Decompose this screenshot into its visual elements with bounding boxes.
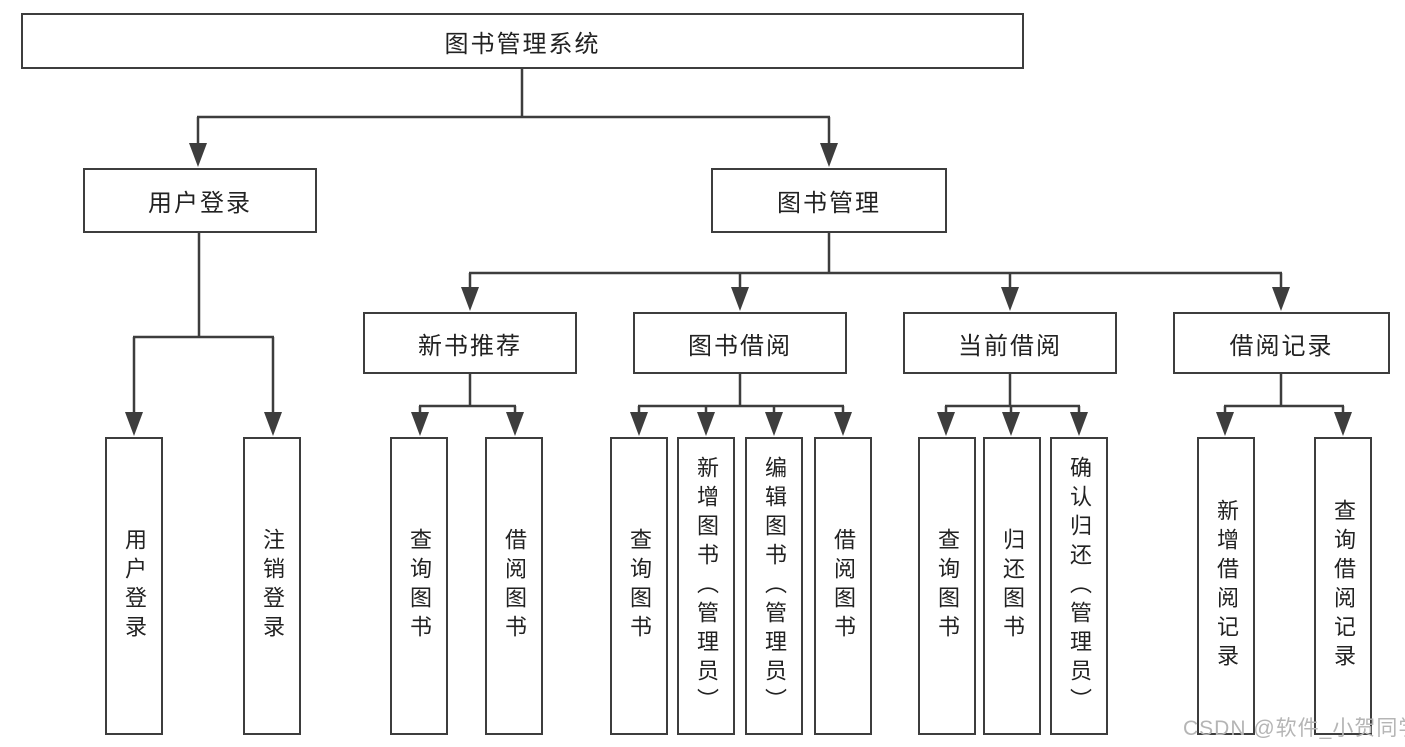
leaf-newbook-borrow-book-label: 借阅图书 [502,528,527,644]
leaf-borrow-add-book-admin-label: 新增图书（管理员） [694,455,719,717]
leaf-current-return-book-label: 归还图书 [1000,528,1025,644]
arrowhead-icon [1001,287,1019,311]
arrowhead-icon [765,412,783,436]
leaf-borrow-edit-book-admin: 编辑图书（管理员） [745,437,803,735]
arrowhead-icon [731,287,749,311]
leaf-user-login-label: 用户登录 [122,528,147,644]
arrowhead-icon [461,287,479,311]
node-new-book-recommend-label: 新书推荐 [418,332,522,360]
leaf-borrow-borrow-book: 借阅图书 [814,437,872,735]
arrowhead-icon [630,412,648,436]
leaf-newbook-borrow-book: 借阅图书 [485,437,543,735]
node-book-borrow: 图书借阅 [633,312,847,374]
leaf-current-return-book: 归还图书 [983,437,1041,735]
node-root-label: 图书管理系统 [444,30,601,58]
arrowhead-icon [937,412,955,436]
leaf-borrow-query-book: 查询图书 [610,437,668,735]
arrowhead-icon [411,412,429,436]
node-borrow-records: 借阅记录 [1173,312,1390,374]
csdn-watermark: CSDN @软件_小贺同学 [1183,717,1405,740]
leaf-borrow-add-book-admin: 新增图书（管理员） [677,437,735,735]
node-book-borrow-label: 图书借阅 [688,332,792,360]
node-user-login-label: 用户登录 [148,190,252,217]
leaf-newbook-query-book-label: 查询图书 [407,528,432,644]
arrowhead-icon [1272,287,1290,311]
arrowhead-icon [834,412,852,436]
leaf-current-confirm-return-admin-label: 确认归还（管理员） [1067,455,1092,717]
node-root: 图书管理系统 [21,13,1024,69]
leaf-records-query-record-label: 查询借阅记录 [1331,499,1356,673]
arrowhead-icon [264,412,282,436]
node-borrow-records-label: 借阅记录 [1229,332,1334,360]
arrowhead-icon [820,143,838,167]
leaf-logout: 注销登录 [243,437,301,735]
arrowhead-icon [697,412,715,436]
arrowhead-icon [1002,412,1020,436]
node-current-borrow-label: 当前借阅 [958,332,1062,360]
node-book-management-label: 图书管理 [777,190,881,217]
arrowhead-icon [506,412,524,436]
leaf-logout-label: 注销登录 [260,528,285,644]
node-new-book-recommend: 新书推荐 [363,312,577,374]
leaf-borrow-query-book-label: 查询图书 [627,528,652,644]
arrowhead-icon [189,143,207,167]
arrowhead-icon [1334,412,1352,436]
leaf-user-login: 用户登录 [105,437,163,735]
leaf-current-confirm-return-admin: 确认归还（管理员） [1050,437,1108,735]
arrowhead-icon [1070,412,1088,436]
leaf-records-add-record: 新增借阅记录 [1197,437,1255,735]
leaf-borrow-borrow-book-label: 借阅图书 [831,528,856,644]
leaf-current-query-book: 查询图书 [918,437,976,735]
leaf-current-query-book-label: 查询图书 [935,528,960,644]
arrowhead-icon [1216,412,1234,436]
node-current-borrow: 当前借阅 [903,312,1117,374]
connector-paths [132,69,1345,416]
leaf-borrow-edit-book-admin-label: 编辑图书（管理员） [762,455,787,717]
arrowheads [125,143,1352,436]
node-book-management: 图书管理 [711,168,947,233]
leaf-records-add-record-label: 新增借阅记录 [1214,499,1239,673]
leaf-newbook-query-book: 查询图书 [390,437,448,735]
arrowhead-icon [125,412,143,436]
leaf-records-query-record: 查询借阅记录 [1314,437,1372,735]
node-user-login: 用户登录 [83,168,317,233]
